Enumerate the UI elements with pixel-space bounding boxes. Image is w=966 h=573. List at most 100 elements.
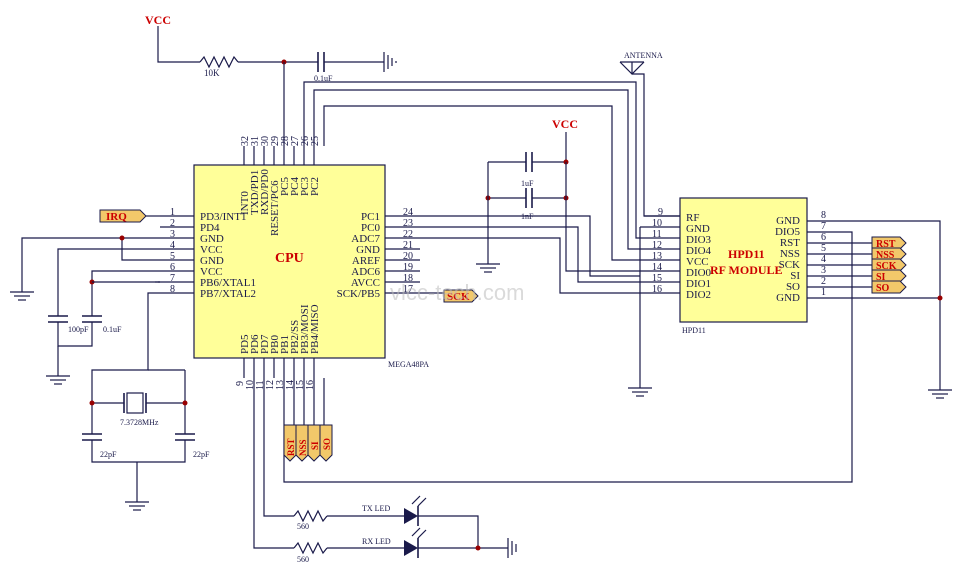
cpu-pin-name: PD3/INT1 xyxy=(200,211,246,223)
cpu-pin-num: 11 xyxy=(255,380,266,390)
cpu-pin-num: 25 xyxy=(310,136,321,146)
cpu-bottom-port-flags: RST NSS SI SO xyxy=(283,378,333,462)
crystal-value: 7.3728MHz xyxy=(120,418,159,427)
tx-led-icon xyxy=(404,495,427,526)
vcc-label-top: VCC xyxy=(145,13,171,27)
ground-symbol-caps xyxy=(46,375,70,385)
cpu-pin-num: 21 xyxy=(403,240,413,251)
rx-led-icon xyxy=(404,527,427,558)
cpu-pin-num: 23 xyxy=(403,218,413,229)
cpu-pin-name: GND xyxy=(200,255,224,267)
rf-pin-name: SI xyxy=(790,270,800,282)
cpu-chip: CPU MEGA48PA xyxy=(193,164,429,369)
cpu-pin-name: INT0 xyxy=(239,191,251,215)
cpu-right-pins: 24 23 22 21 20 19 18 17 PC1 PC0 ADC7 GND… xyxy=(337,207,420,300)
rf-pin-num: 3 xyxy=(821,265,826,276)
tx-resistor xyxy=(293,509,328,523)
rf-pin-name: GND xyxy=(686,223,710,235)
cpu-left-pins: 1 2 3 4 5 6 7 8 PD3/INT1 PD4 GND VCC GND… xyxy=(160,207,256,300)
vcc-decoupling: VCC 1uF 1nF xyxy=(476,117,640,273)
rf-pin-name: NSS xyxy=(780,248,800,260)
cpu-pin-num: 16 xyxy=(305,380,316,390)
cpu-pin-name: AREF xyxy=(352,255,380,267)
rf-pin-name: VCC xyxy=(686,256,709,268)
cpu-pin-num: 14 xyxy=(285,380,296,390)
cpu-pin-name: AVCC xyxy=(351,277,380,289)
cpu-pin-name: PC2 xyxy=(309,177,321,196)
cpu-pin-num: 20 xyxy=(403,251,413,262)
cpu-pin-name: PD7 xyxy=(259,334,271,354)
sck-port-label: SCK xyxy=(447,291,470,303)
cpu-part-number: MEGA48PA xyxy=(388,360,429,369)
cpu-pin-name: PD6 xyxy=(249,334,261,354)
cpu-pin-name: PB7/XTAL2 xyxy=(200,288,256,300)
reset-cap-value: 0.1uF xyxy=(314,74,333,83)
rf-pin-num: 6 xyxy=(821,232,826,243)
antenna-icon xyxy=(619,61,645,75)
rf-pin-name: RST xyxy=(780,237,800,249)
cpu-pin-name: VCC xyxy=(200,266,223,278)
cpu-pin-num: 24 xyxy=(403,207,413,218)
cpu-pin-num: 6 xyxy=(170,262,175,273)
rf-pin-num: 16 xyxy=(652,284,662,295)
rf-pin-name: SO xyxy=(786,281,800,293)
ground-symbol-rf-right xyxy=(928,389,952,399)
rf-pin-name: GND xyxy=(776,215,800,227)
cpu-pin-num: 18 xyxy=(403,273,413,284)
cpu-pin-name: RXD/PD0 xyxy=(259,169,271,215)
cpu-pin-name: PB1 xyxy=(279,335,291,354)
rf-pin-name: DIO4 xyxy=(686,245,712,257)
rf-module-body xyxy=(679,197,808,323)
rx-resistor xyxy=(293,541,328,555)
tx-led-label: TX LED xyxy=(362,504,390,513)
sck-port: SCK xyxy=(420,289,479,303)
cpu-pin-name: GND xyxy=(356,244,380,256)
reset-circuit: VCC 10K 0.1uF xyxy=(145,13,397,146)
cpu-pin-num: 17 xyxy=(403,284,413,295)
rf-part-number: HPD11 xyxy=(682,326,706,335)
tx-resistor-value: 560 xyxy=(297,522,309,531)
cpu-pin-name: PD5 xyxy=(239,334,251,354)
cpu-pin-name: GND xyxy=(200,233,224,245)
cpu-pin-num: 8 xyxy=(170,284,175,295)
rf-module: ANTENNA HPD11 RF MODULE HPD11 9 10 11 12… xyxy=(283,51,952,483)
port-flag-sck: SCK xyxy=(876,261,897,272)
cpu-pin-name: PB0 xyxy=(269,335,281,354)
cpu-pin-name: VCC xyxy=(200,244,223,256)
rf-pin-num: 12 xyxy=(652,240,662,251)
cpu-pin-name: PB4/MISO xyxy=(309,304,321,354)
cpu-pin-num: 28 xyxy=(280,136,291,146)
cpu-bottom-pins: 9 10 11 12 13 14 15 16 PD5 PD6 PD7 PB0 P… xyxy=(235,304,321,390)
rf-pin-name: DIO0 xyxy=(686,267,712,279)
rf-pin-name: GND xyxy=(776,292,800,304)
rf-module-subtitle: RF MODULE xyxy=(710,263,783,277)
cpu-body xyxy=(193,164,386,359)
cap-100pf-value: 100pF xyxy=(68,325,89,334)
rf-module-title: HPD11 xyxy=(728,247,765,261)
pullup-resistor-value: 10K xyxy=(204,68,220,78)
cpu-pin-num: 4 xyxy=(170,240,175,251)
cpu-pin-num: 13 xyxy=(275,380,286,390)
crystal-cap1-value: 22pF xyxy=(100,450,117,459)
cpu-pin-name: PB3/MOSI xyxy=(299,304,311,354)
rf-pin-name: SCK xyxy=(779,259,800,271)
rf-pin-num: 14 xyxy=(652,262,662,273)
cpu-pin-num: 7 xyxy=(170,273,175,284)
rf-pin-name: RF xyxy=(686,212,699,224)
cpu-pin-num: 29 xyxy=(270,136,281,146)
cpu-pin-num: 19 xyxy=(403,262,413,273)
crystal-body xyxy=(126,392,144,414)
cpu-pin-num: 26 xyxy=(300,136,311,146)
cpu-pin-num: 27 xyxy=(290,136,301,146)
port-flag-rst: RST xyxy=(876,239,896,250)
ground-symbol-reset xyxy=(383,52,397,72)
cpu-pin-name: PB6/XTAL1 xyxy=(200,277,256,289)
cpu-name: CPU xyxy=(275,251,304,266)
rf-pin-num: 7 xyxy=(821,221,826,232)
cpu-pin-name: PC1 xyxy=(361,211,380,223)
ground-symbol-leds xyxy=(507,538,517,558)
cpu-port-flag-nss: NSS xyxy=(298,439,308,456)
vcc-cap1-value: 1uF xyxy=(521,179,534,188)
cpu-pin-num: 9 xyxy=(235,381,246,386)
rf-pin-num: 13 xyxy=(652,251,662,262)
